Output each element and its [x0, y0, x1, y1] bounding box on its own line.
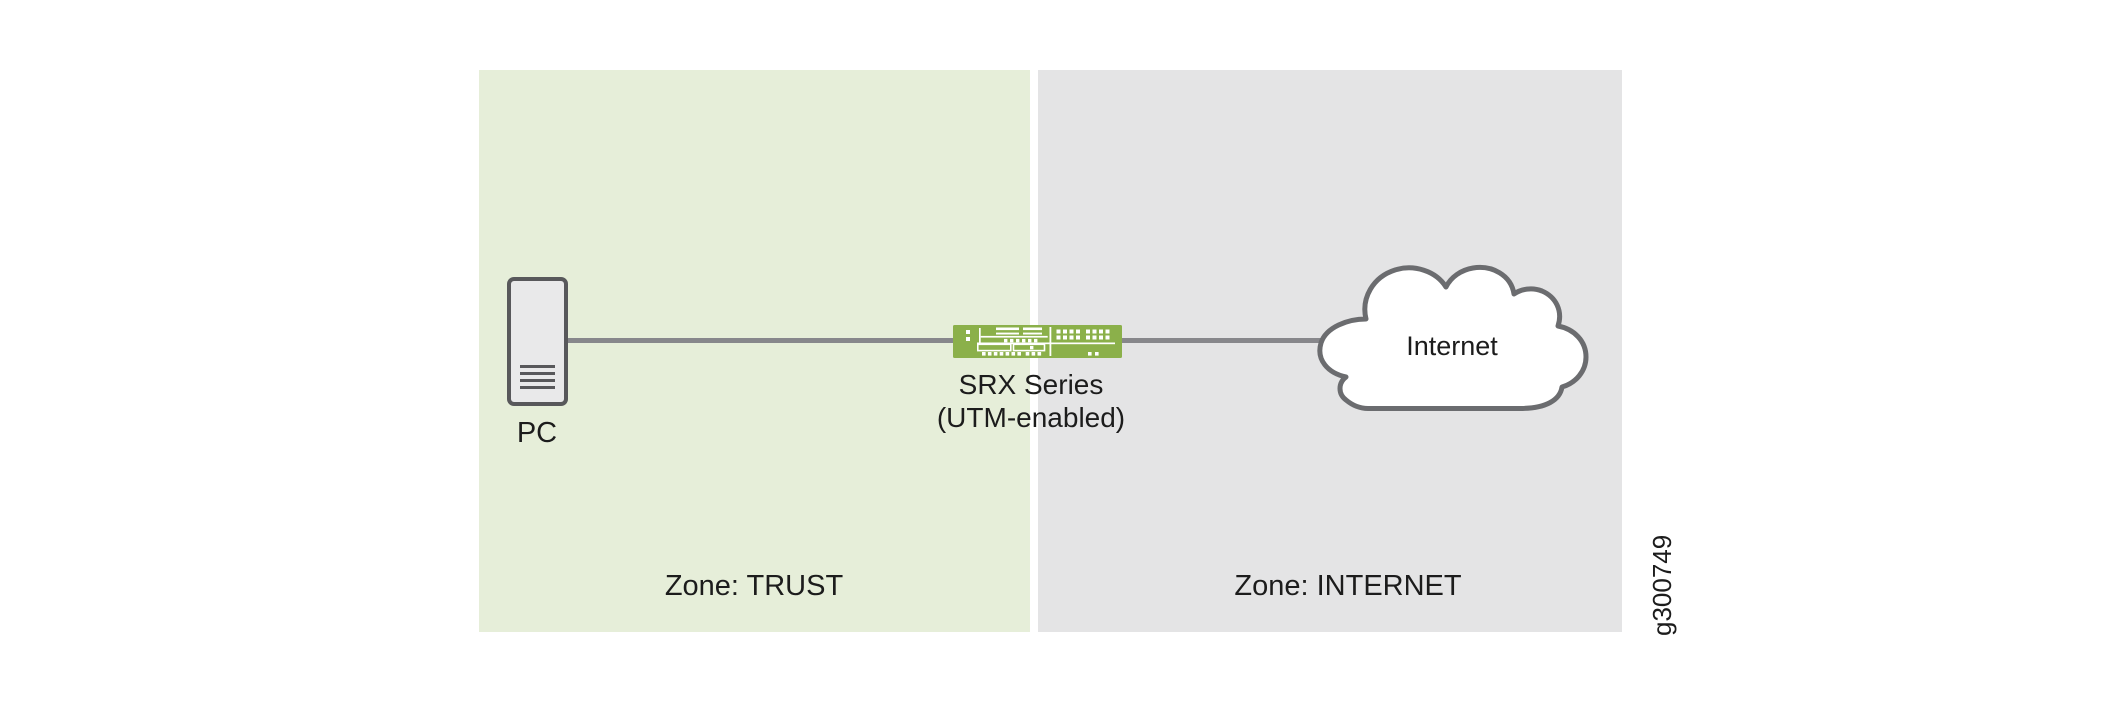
srx-name: SRX Series: [958, 369, 1104, 400]
pc-label: PC: [516, 417, 558, 449]
srx-device-icon: [953, 325, 1122, 358]
pc-icon: [507, 277, 568, 406]
srx-label: SRX Series (UTM-enabled): [901, 368, 1161, 434]
link-pc-to-srx: [565, 338, 957, 343]
figure-id-label: g300749: [1647, 534, 1677, 636]
srx-subtitle: (UTM-enabled): [936, 402, 1126, 433]
internet-cloud-label: Internet: [1406, 331, 1498, 361]
zone-trust-label: Zone: TRUST: [664, 570, 844, 602]
link-srx-to-cloud: [1119, 338, 1350, 343]
zone-internet-label: Zone: INTERNET: [1234, 570, 1462, 602]
pc-vents: [520, 365, 555, 389]
zone-trust: [479, 70, 1030, 632]
internet-cloud-icon: [1317, 264, 1589, 411]
